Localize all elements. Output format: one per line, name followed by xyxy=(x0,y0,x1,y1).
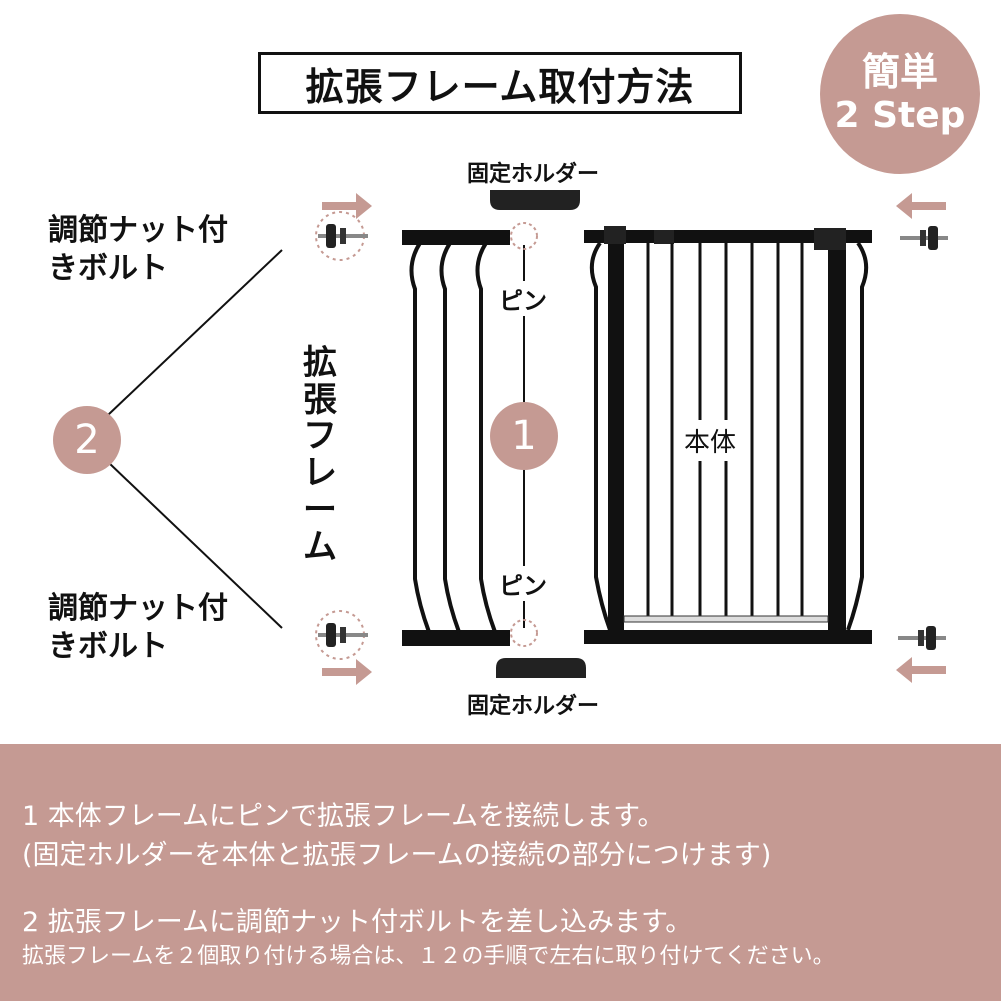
bolt-top-right xyxy=(900,226,948,250)
badge-line-2: 2 Step xyxy=(834,95,966,137)
pin-highlight-top xyxy=(510,222,538,250)
bolt-top-label-line1: 調節ナット付 xyxy=(48,213,228,248)
bolt-top-left xyxy=(315,211,368,261)
step-2-marker: 2 xyxy=(53,406,121,474)
instruction-step1-note: (固定ホルダーを本体と拡張フレームの接続の部分につけます) xyxy=(22,840,772,871)
extension-frame xyxy=(402,230,510,646)
bolt-bottom-label: 調節ナット付 きボルト xyxy=(48,590,228,665)
fixing-holder-bottom xyxy=(496,658,586,678)
page-title: 拡張フレーム取付方法 xyxy=(258,52,742,114)
holder-top-label: 固定ホルダー xyxy=(467,162,600,187)
pin-bottom-label: ピン xyxy=(499,566,547,601)
bolt-bottom-label-line2: きボルト xyxy=(48,628,168,664)
installation-diagram xyxy=(107,190,948,685)
arrow-right-bottom xyxy=(322,659,372,685)
badge-line-1: 簡単 xyxy=(861,50,938,95)
pin-highlight-bottom xyxy=(510,619,538,647)
extension-frame-label: 拡 張 フ レ ー ム xyxy=(303,343,337,567)
arrow-left-bottom xyxy=(896,657,946,683)
instruction-step1: 1 本体フレームにピンで拡張フレームを接続します。 xyxy=(22,801,665,832)
main-body-label: 本体 xyxy=(678,420,743,461)
arrows xyxy=(322,193,946,685)
holder-bottom-label: 固定ホルダー xyxy=(467,694,600,719)
pin-top-label: ピン xyxy=(499,281,547,316)
bolt-bottom-label-line1: 調節ナット付 xyxy=(48,591,228,626)
easy-steps-badge: 簡単 2 Step xyxy=(820,14,980,174)
fixing-holder-top xyxy=(490,190,580,210)
gate-body xyxy=(584,226,872,644)
bolt-bottom-left xyxy=(315,610,368,660)
bolt-top-label-line2: きボルト xyxy=(48,250,168,286)
instruction-step2: 2 拡張フレームに調節ナット付ボルトを差し込みます。 xyxy=(22,907,693,938)
arrow-right-top xyxy=(322,193,372,219)
pointer-line-top xyxy=(107,249,283,416)
step-1-marker: 1 xyxy=(490,402,558,470)
instructions-panel: 1 本体フレームにピンで拡張フレームを接続します。 (固定ホルダーを本体と拡張フ… xyxy=(0,744,1001,1001)
arrow-left-top xyxy=(896,193,946,219)
pointer-line-bottom xyxy=(107,461,283,629)
bolt-top-label: 調節ナット付 きボルト xyxy=(48,212,228,287)
bolt-bottom-right xyxy=(898,626,946,650)
instruction-note: 拡張フレームを２個取り付ける場合は、１２の手順で左右に取り付けてください。 xyxy=(22,944,835,969)
